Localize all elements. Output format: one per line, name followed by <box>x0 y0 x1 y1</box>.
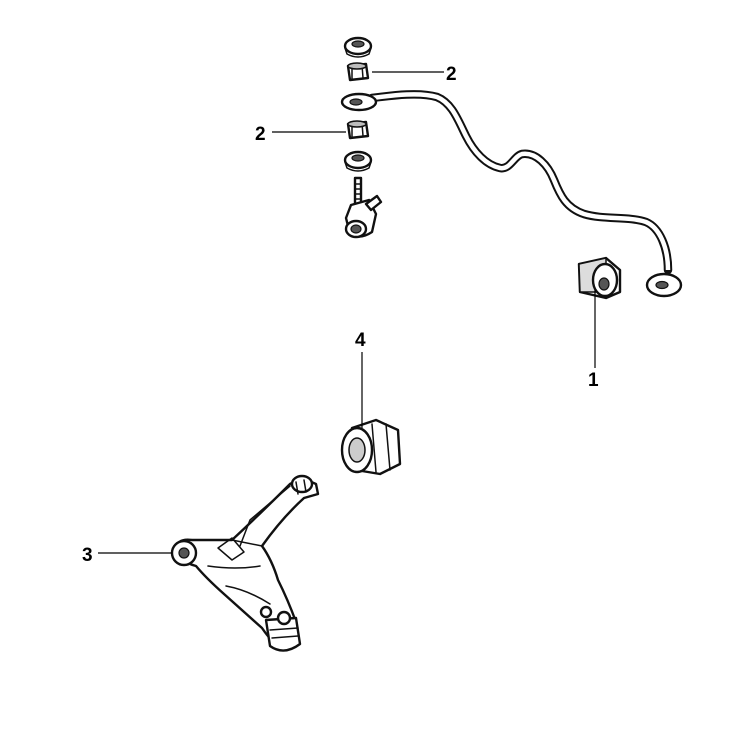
callout-2-lower: 2 <box>255 124 266 145</box>
lower-control-arm <box>170 474 320 652</box>
bushing-lower <box>346 120 370 140</box>
bar-bushing <box>577 256 622 300</box>
top-washer <box>343 36 373 58</box>
callout-3: 3 <box>82 545 93 566</box>
callout-2-upper: 2 <box>446 64 457 85</box>
stabilizer-link <box>344 176 383 239</box>
callout-4: 4 <box>355 330 366 351</box>
stabilizer-bar <box>340 90 683 298</box>
leader-lines <box>98 71 596 554</box>
bushing-upper <box>346 62 370 82</box>
control-arm-bushing <box>340 418 402 476</box>
bottom-washer <box>343 150 373 172</box>
callout-1: 1 <box>588 370 599 391</box>
